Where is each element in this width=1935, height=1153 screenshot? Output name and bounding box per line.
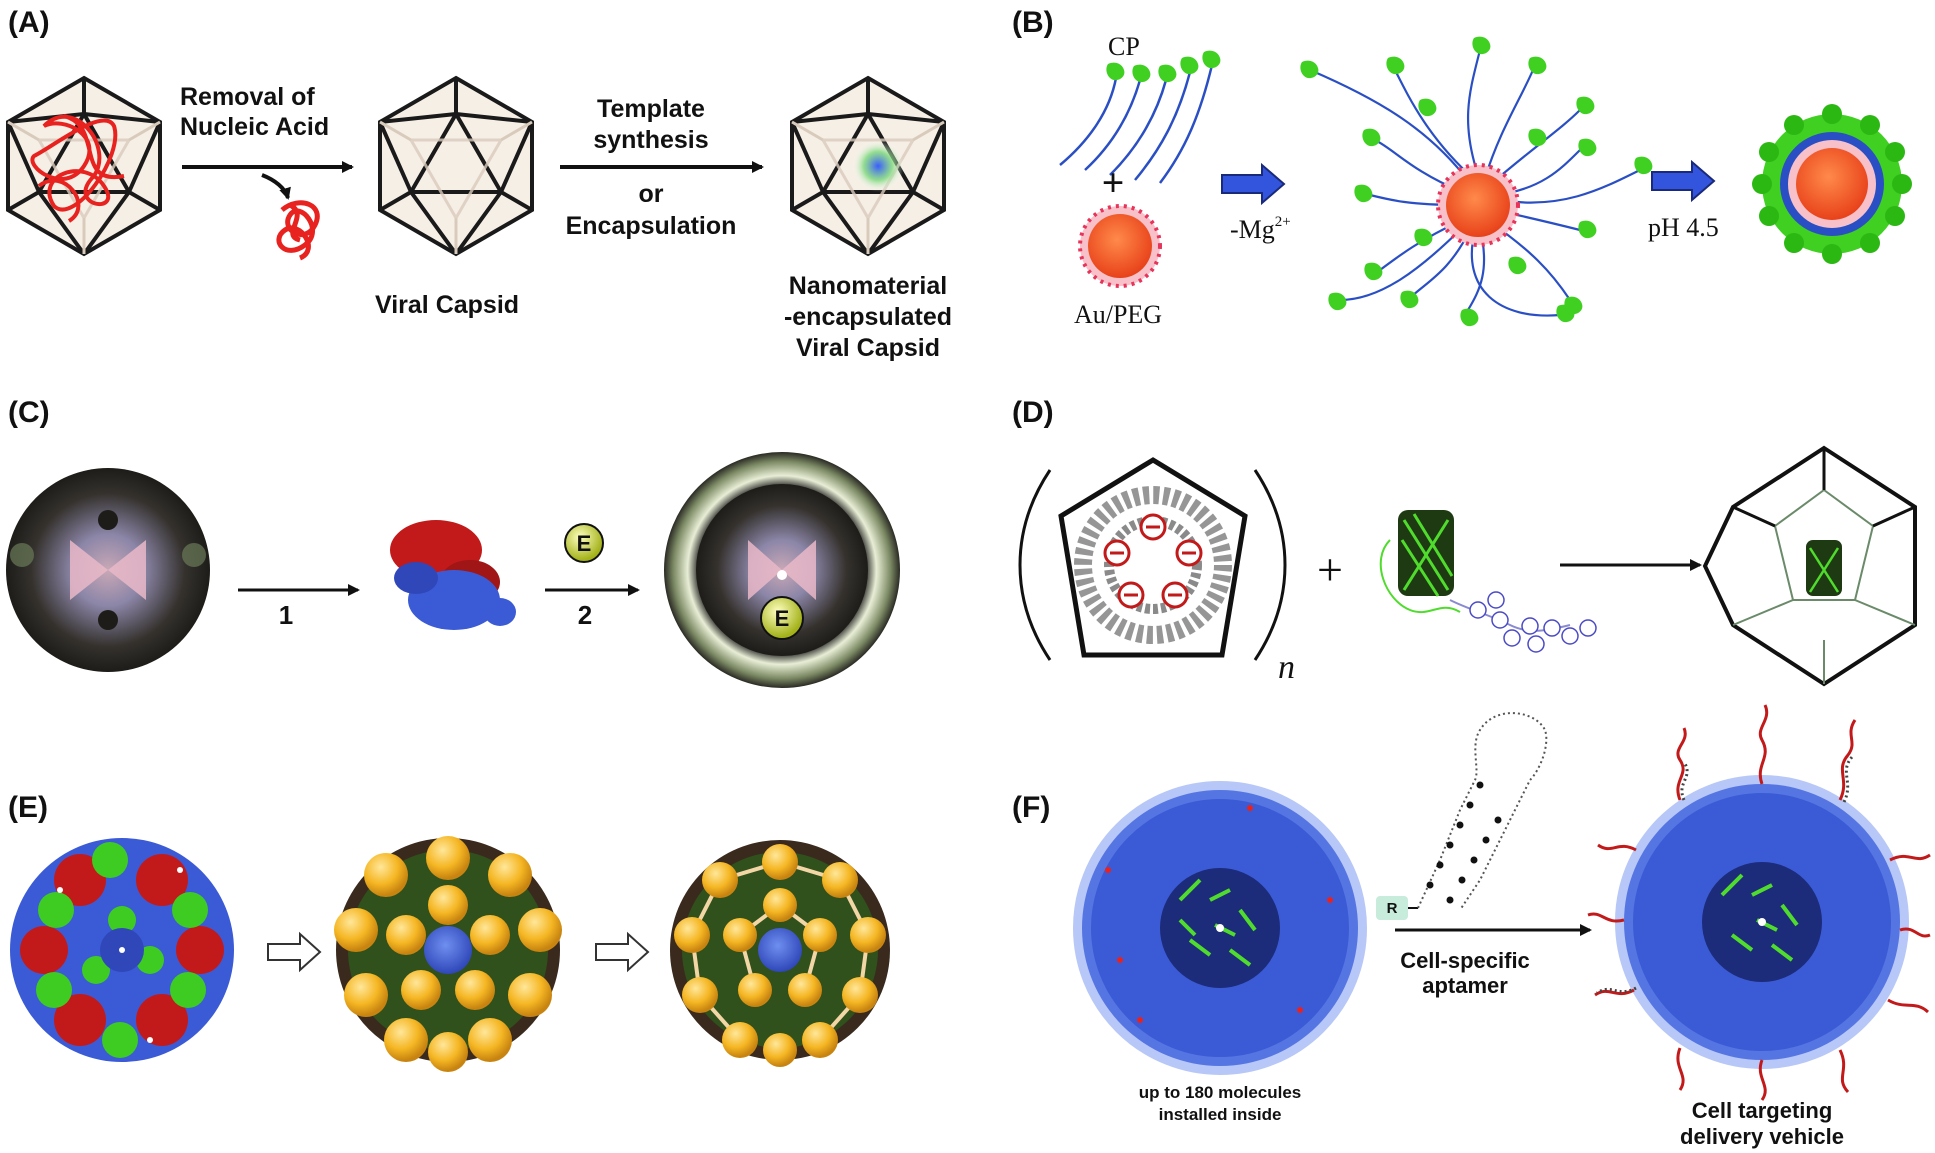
- assembled-vlp: [1752, 104, 1912, 264]
- pentamer-unit: [1058, 457, 1248, 658]
- cp-au-complex: [1300, 36, 1653, 327]
- coat-proteins: [1059, 50, 1221, 184]
- aptamer-strands: [1587, 704, 1931, 1101]
- gold-decorated-capsid: [334, 836, 562, 1072]
- panel-c: (C) 1 E 2 E: [6, 396, 900, 688]
- empty-cryo-capsid: [6, 468, 210, 672]
- panel-d: (D) n +: [1012, 396, 1917, 687]
- result-label-f-2: delivery vehicle: [1680, 1124, 1844, 1149]
- panel-e: (E): [8, 791, 890, 1072]
- open-arrow-2: [595, 931, 650, 973]
- right-paren: [1253, 469, 1287, 661]
- template-step: Template synthesis or Encapsulation: [560, 95, 764, 240]
- mg-label: -Mg2+: [1230, 214, 1291, 244]
- panel-b: (B) CP + Au/PEG -Mg2+: [1012, 6, 1912, 329]
- panel-f: (F) up to 180 molecules installed inside…: [1012, 704, 1931, 1149]
- plus-sign-d: +: [1317, 544, 1343, 595]
- panel-a: (A) Removal of Nucleic Acid Viral Capsid…: [6, 6, 952, 362]
- loaded-cryo-capsid: E: [664, 452, 900, 688]
- result-label-f-1: Cell targeting: [1692, 1098, 1833, 1123]
- template-label-1: Template: [597, 95, 705, 123]
- template-label-or: or: [639, 180, 664, 208]
- template-label-3: Encapsulation: [566, 212, 737, 240]
- panel-e-letter: (E): [8, 791, 48, 824]
- panel-b-letter: (B): [1012, 6, 1054, 39]
- removal-label-1: Removal of: [180, 83, 315, 111]
- viral-capsid-label: Viral Capsid: [375, 291, 519, 319]
- open-arrow-1: [267, 931, 322, 973]
- au-peg-particle: [1078, 204, 1162, 288]
- nanomaterial-capsid: [790, 76, 946, 256]
- nanomaterial-cargo: [852, 140, 904, 192]
- cargo-loaded-vlp: [1073, 781, 1367, 1075]
- aptamer-label-2: aptamer: [1422, 973, 1508, 998]
- n-subscript: n: [1278, 649, 1295, 686]
- left-paren: [1018, 469, 1052, 661]
- aptamer-label-1: Cell-specific: [1400, 948, 1530, 973]
- panel-d-letter: (D): [1012, 396, 1054, 429]
- blue-arrow-2: [1651, 159, 1716, 203]
- inside-label-2: installed inside: [1159, 1105, 1282, 1124]
- removal-label-2: Nucleic Acid: [180, 113, 329, 141]
- crosslinked-gold-capsid: [670, 840, 890, 1067]
- r-group-label: R: [1387, 900, 1398, 917]
- dodecahedron-cage: [1702, 445, 1917, 687]
- targeting-vlp: [1587, 704, 1931, 1101]
- panel-a-letter: (A): [8, 6, 50, 39]
- nucleic-acid-strand: [30, 114, 125, 223]
- cp-label: CP: [1108, 32, 1140, 61]
- removed-nucleic-acid: [276, 200, 320, 261]
- gfp-cargo: [1379, 510, 1597, 653]
- aptamer-structure: R: [1376, 712, 1548, 920]
- result-label-1: Nanomaterial: [789, 272, 947, 300]
- step-2-label: 2: [578, 600, 592, 630]
- empty-viral-capsid: [378, 76, 534, 256]
- enzyme-inside-label: E: [775, 606, 790, 631]
- inside-label-1: up to 180 molecules: [1139, 1083, 1302, 1102]
- enzyme-cargo-badge: E: [564, 523, 604, 563]
- blue-arrow-1: [1221, 162, 1286, 206]
- au-peg-label: Au/PEG: [1074, 300, 1162, 329]
- removal-step: Removal of Nucleic Acid: [180, 83, 354, 261]
- ph-label: pH 4.5: [1648, 213, 1719, 242]
- capsid-with-nucleic-acid: [6, 76, 162, 256]
- panel-f-letter: (F): [1012, 791, 1050, 824]
- result-label-3: Viral Capsid: [796, 334, 940, 362]
- svg-text:E: E: [577, 531, 592, 556]
- step-1-label: 1: [279, 600, 293, 630]
- result-label-2: -encapsulated: [784, 303, 952, 331]
- mosaic-capsid: [10, 838, 234, 1062]
- plus-sign-b: +: [1102, 160, 1125, 205]
- template-label-2: synthesis: [593, 126, 708, 154]
- protein-dimer: [390, 520, 516, 630]
- panel-c-letter: (C): [8, 396, 50, 429]
